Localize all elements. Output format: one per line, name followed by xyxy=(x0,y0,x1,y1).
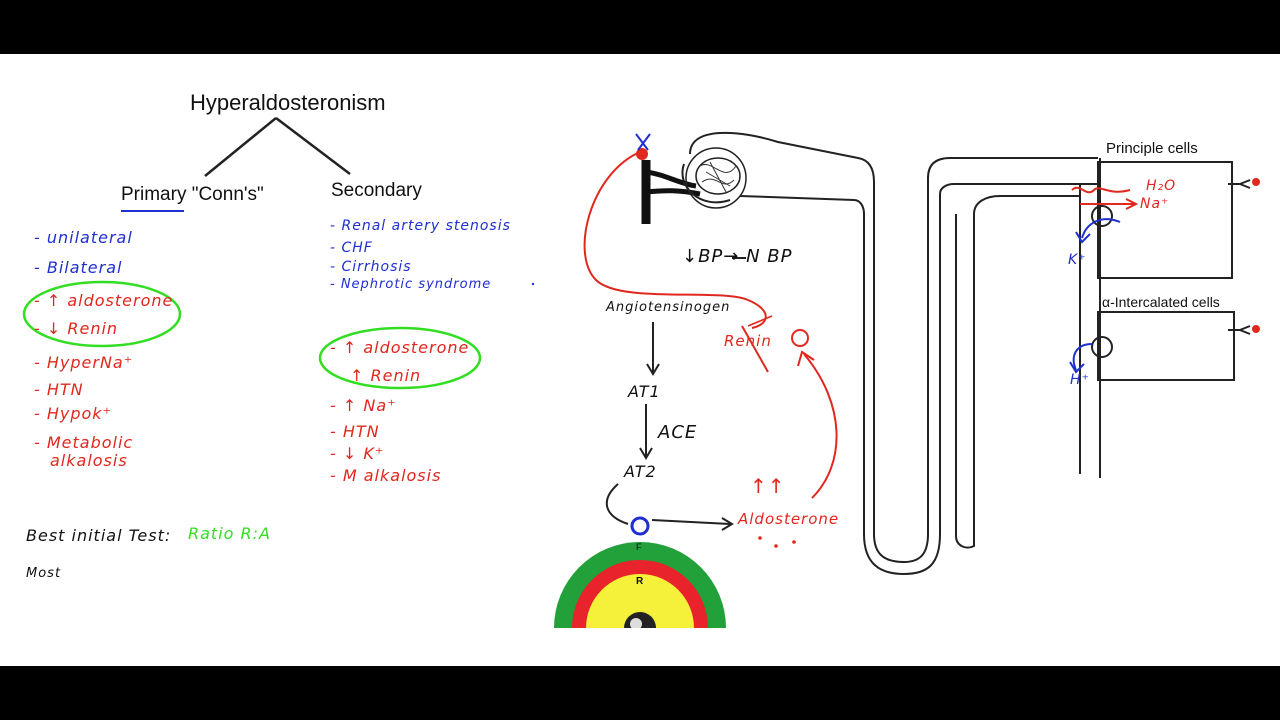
aldosterone-label: Aldosterone xyxy=(738,510,839,528)
diagram-drawing xyxy=(0,54,1280,666)
secondary-finding-3: - ↓ K⁺ xyxy=(330,444,384,463)
tree-branch-right xyxy=(276,118,350,174)
renin-label: Renin xyxy=(724,332,772,350)
primary-finding-5: alkalosis xyxy=(50,451,128,470)
best-test-label: Best initial Test: xyxy=(26,526,171,545)
aldosterone-receptor-icon xyxy=(632,518,648,534)
primary-lab-1: - ↑ aldosterone xyxy=(34,291,173,310)
most-text: Most xyxy=(26,566,61,581)
page-title: Hyperaldosteronism xyxy=(190,90,386,116)
zone-r-label: R xyxy=(636,576,643,587)
at1-label: AT1 xyxy=(628,382,661,401)
primary-finding-1: - HyperNa⁺ xyxy=(34,353,133,372)
secondary-finding-2: - HTN xyxy=(330,422,380,441)
receptor-icon-2 xyxy=(1228,326,1250,334)
primary-finding-4: - Metabolic xyxy=(34,433,133,452)
whiteboard: Hyperaldosteronism Primary "Conn's" Seco… xyxy=(0,54,1280,666)
h-label: H⁺ xyxy=(1070,372,1090,388)
secondary-heading: Secondary xyxy=(331,180,422,202)
angiotensinogen-label: Angiotensinogen xyxy=(606,300,730,315)
secondary-cause-2: - CHF xyxy=(330,240,373,256)
secondary-cause-4: - Nephrotic syndrome xyxy=(330,277,491,292)
secondary-finding-1: - ↑ Na⁺ xyxy=(330,396,397,415)
primary-heading: Primary "Conn's" xyxy=(121,184,264,206)
primary-cause-1: - unilateral xyxy=(34,228,133,247)
intercalated-cell xyxy=(1098,312,1234,380)
aldosterone-up-arrows: ↑↑ xyxy=(750,474,786,498)
primary-finding-2: - HTN xyxy=(34,380,84,399)
proton-pump-icon xyxy=(1092,337,1112,357)
primary-lab-2: - ↓ Renin xyxy=(34,319,118,338)
at2-label: AT2 xyxy=(624,462,657,481)
ace-label: ACE xyxy=(658,422,697,443)
zone-f-label: F xyxy=(636,542,642,552)
primary-cause-2: - Bilateral xyxy=(34,258,122,277)
secondary-cause-3: - Cirrhosis xyxy=(330,259,412,275)
secondary-cause-1: - Renal artery stenosis xyxy=(330,218,511,234)
intercalated-cells-label: α-Intercalated cells xyxy=(1102,294,1220,310)
tree-branch-left xyxy=(205,118,276,176)
bp-label: ↓BP→ N BP xyxy=(682,246,792,267)
k-label: K⁺ xyxy=(1068,252,1087,268)
arrow-cortex-aldosterone xyxy=(652,520,730,524)
h2o-label: H₂O xyxy=(1146,178,1176,194)
secondary-lab-2: ↑ Renin xyxy=(350,366,421,385)
secondary-finding-4: - M alkalosis xyxy=(330,466,441,485)
principle-cells-label: Principle cells xyxy=(1106,140,1198,157)
best-test-value: Ratio R:A xyxy=(188,524,271,543)
arrow-at2-cortex xyxy=(607,484,628,524)
enac-channel-icon xyxy=(1092,206,1112,226)
red-loop-aldosterone-up xyxy=(804,354,837,498)
secondary-lab-1: - ↑ aldosterone xyxy=(330,338,469,357)
primary-finding-3: - Hypok⁺ xyxy=(34,404,112,423)
na-label: Na⁺ xyxy=(1140,196,1169,212)
